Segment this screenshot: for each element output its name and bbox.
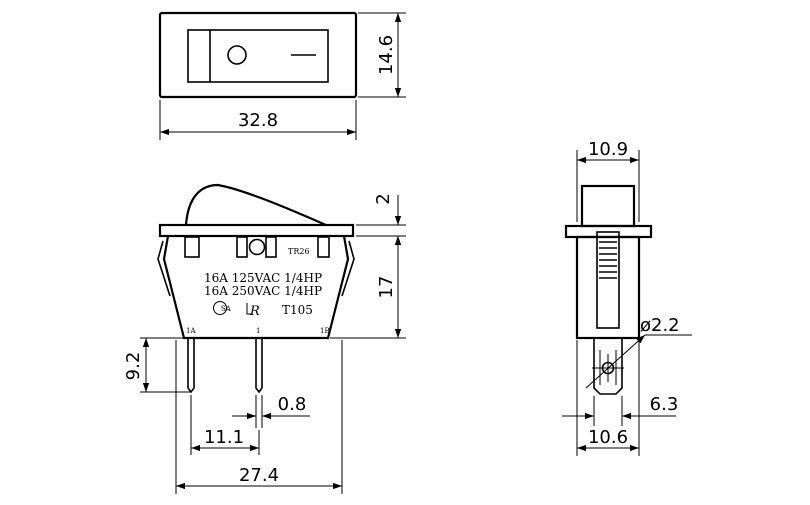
dim-body-height: 17 <box>376 276 397 299</box>
rating-line-2: 16A 250VAC 1/4HP <box>204 284 322 298</box>
dim-hole-diameter: ø2.2 <box>640 315 680 336</box>
dim-terminal-span: 27.4 <box>239 465 279 486</box>
side-view: ø2.2 10.9 6.3 10.6 <box>562 139 692 456</box>
csa-mark: SA <box>221 305 232 313</box>
dim-top-width: 10.9 <box>588 139 628 160</box>
dim-rocker-height: 2 <box>373 193 394 204</box>
side-body <box>575 235 641 340</box>
dim-terminal-width: 6.3 <box>650 394 679 415</box>
terminal-center <box>255 338 263 394</box>
terminal-label-1: 1 <box>256 327 260 335</box>
csa-logo-icon <box>213 301 227 315</box>
side-terminal <box>593 338 623 395</box>
dim-width: 32.8 <box>238 110 278 131</box>
rating-line-1: 16A 125VAC 1/4HP <box>204 271 322 285</box>
dim-height: 14.6 <box>376 35 397 75</box>
dim-terminal-spacing: 11.1 <box>204 427 244 448</box>
terminal-label-1b: 1B <box>320 327 330 335</box>
dim-terminal-thickness: 0.8 <box>278 394 307 415</box>
model-code: TR26 <box>288 247 310 256</box>
side-rocker <box>580 184 636 228</box>
dim-terminal-length: 9.2 <box>123 352 144 381</box>
off-symbol-icon <box>227 45 247 65</box>
rocker-outline <box>184 183 327 227</box>
ul-mark: R <box>249 304 260 319</box>
dim-bottom-width: 10.6 <box>588 427 628 448</box>
ul-logo-icon <box>246 303 252 315</box>
right-clip <box>341 240 355 297</box>
top-view-body <box>158 11 358 99</box>
terminal-label-1a: 1A <box>186 327 196 335</box>
flange <box>158 223 355 238</box>
left-clip <box>157 240 171 297</box>
top-view-rocker <box>187 29 329 83</box>
temp-rating: T105 <box>282 303 313 317</box>
front-view: TR26 16A 125VAC 1/4HP 16A 250VAC 1/4HP S… <box>123 183 406 494</box>
top-view: 32.8 14.6 <box>158 11 406 140</box>
terminal-left <box>187 338 195 394</box>
